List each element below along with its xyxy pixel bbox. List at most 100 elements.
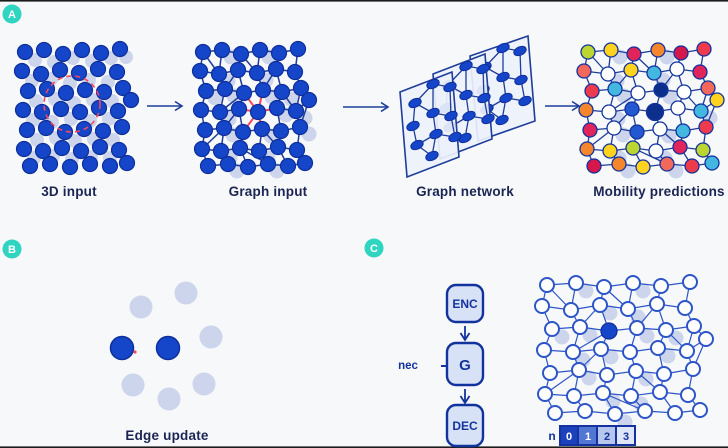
prediction-node	[696, 41, 712, 57]
particle	[110, 141, 128, 159]
graph-node	[213, 41, 231, 59]
hollow-node	[537, 386, 553, 402]
hollow-node	[628, 363, 644, 379]
plane-node	[513, 45, 527, 57]
graph-node	[234, 123, 252, 141]
prediction-node	[704, 155, 720, 171]
edge-update-figure	[109, 281, 223, 411]
prediction-node	[601, 104, 617, 120]
particle	[118, 154, 136, 172]
graph-node	[199, 157, 217, 175]
label-edge-update: Edge update	[125, 428, 208, 443]
particle	[13, 62, 31, 80]
hollow-node	[629, 320, 645, 336]
hollow-node	[599, 367, 615, 383]
hollow-node	[679, 343, 695, 359]
hollow-node	[547, 405, 563, 421]
hollow-node	[592, 297, 608, 313]
graph-node	[211, 103, 229, 121]
graph-node	[215, 119, 233, 137]
hollow-node	[686, 318, 702, 334]
arrow-head	[459, 332, 471, 342]
graph-node	[212, 142, 230, 160]
hollow-node	[649, 296, 665, 312]
graph-node	[273, 83, 291, 101]
hollow-node	[623, 388, 639, 404]
hollow-node	[596, 279, 612, 295]
plane-node	[514, 74, 528, 86]
flow-arrows	[459, 326, 471, 405]
particle	[16, 43, 34, 61]
graph-node	[219, 155, 237, 173]
panel-c-badge: C	[364, 238, 384, 258]
plane-node	[426, 78, 440, 90]
particle	[76, 81, 94, 99]
prediction-node	[673, 45, 689, 61]
hollow-node	[637, 403, 653, 419]
legend-box-3	[615, 425, 636, 446]
prediction-node	[698, 119, 714, 135]
prediction-node	[652, 121, 668, 137]
plane-node	[518, 95, 532, 107]
particle	[91, 138, 109, 156]
plane-node	[448, 131, 462, 143]
enc-box-label: ENC	[452, 297, 478, 311]
prediction-node	[692, 64, 708, 80]
prediction-node	[646, 65, 662, 81]
prediction-node	[626, 46, 642, 62]
hollow-node	[656, 366, 672, 382]
graph-node	[197, 82, 215, 100]
hollow-node	[685, 361, 701, 377]
graph-node	[196, 121, 214, 139]
hollow-node	[571, 362, 587, 378]
particle	[53, 139, 71, 157]
label-mobility-predictions: Mobility predictions	[593, 184, 725, 199]
prediction-node	[576, 63, 592, 79]
prediction-node	[584, 83, 600, 99]
active-particle	[155, 335, 181, 361]
hollow-node	[698, 331, 714, 347]
graph-node	[268, 99, 286, 117]
particle	[73, 41, 91, 59]
legend-value-2: 2	[604, 431, 610, 443]
hollow-node	[539, 277, 555, 293]
hollow-node	[667, 405, 683, 421]
hollow-node	[566, 388, 582, 404]
particle	[94, 122, 112, 140]
particle	[113, 118, 131, 136]
particle	[89, 60, 107, 78]
neighbor-particle	[121, 373, 145, 397]
graph-node	[210, 65, 228, 83]
arrow-head	[174, 100, 184, 112]
plane-node	[426, 107, 440, 119]
prediction-node	[586, 158, 602, 174]
graph-node	[254, 81, 272, 99]
legend-value-3: 3	[623, 431, 629, 443]
prediction-node	[582, 122, 598, 138]
recurrence-count-label: nec	[398, 360, 418, 372]
g-box: G	[441, 341, 485, 387]
active-particle	[109, 335, 135, 361]
hollow-node	[565, 344, 581, 360]
plane-node	[443, 81, 457, 93]
hollow-node	[544, 321, 560, 337]
hollow-node	[572, 319, 588, 335]
graph-node	[292, 79, 310, 97]
graph-node	[193, 140, 211, 158]
graph-node	[192, 101, 210, 119]
prediction-node	[672, 139, 688, 155]
plane-node	[459, 89, 473, 101]
badge-b-circle	[2, 239, 22, 259]
plane-node	[499, 92, 513, 104]
prediction-node	[580, 44, 596, 60]
legend-n-label: n	[548, 429, 555, 443]
legend-value-1: 1	[585, 431, 591, 443]
prediction-node	[645, 102, 665, 122]
particle	[56, 123, 74, 141]
dec-box-label: DEC	[452, 419, 478, 433]
graph-node	[191, 62, 209, 80]
particle	[15, 140, 33, 158]
plane-node	[444, 110, 458, 122]
label-graph-input: Graph input	[229, 184, 308, 199]
